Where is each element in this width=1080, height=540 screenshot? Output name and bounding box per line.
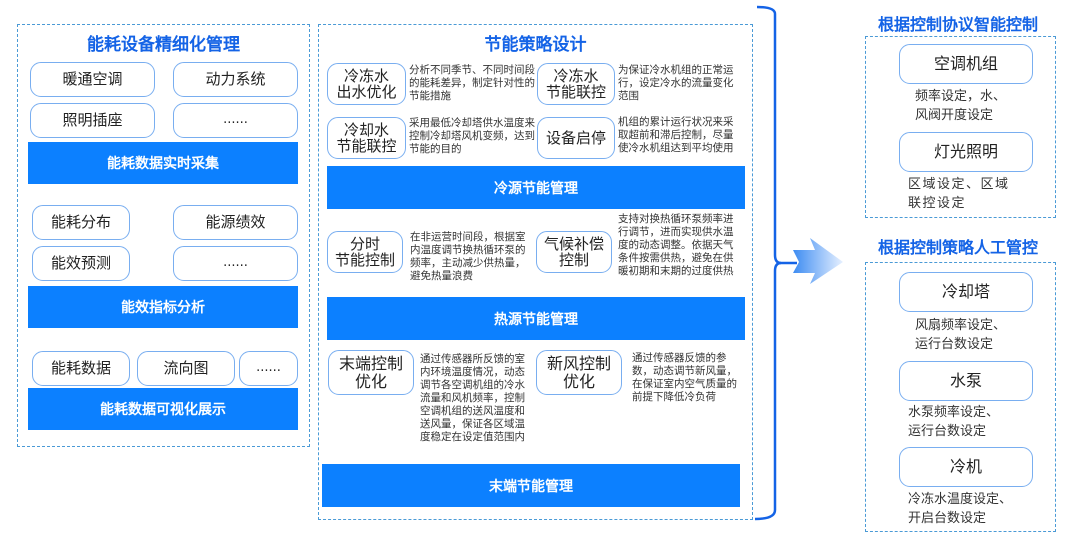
- strategy-chilled-water-outlet-desc: 分析不同季节、不同时间段的能耗差异，制定针对性的节能措施: [409, 64, 535, 102]
- control-lighting[interactable]: 灯光照明: [899, 132, 1033, 172]
- control-chiller-desc: 冷冻水温度设定、 开启台数设定: [908, 492, 1013, 526]
- strategy-climate-compensation-desc: 支持对换热循环泵频率进行调节，进而实现供水温度的动态调整。依据天气条件按需供热，…: [618, 213, 734, 277]
- banner-cold-source: 冷源节能管理: [327, 166, 745, 209]
- manual-control-panel: [865, 262, 1056, 532]
- control-chiller[interactable]: 冷机: [899, 447, 1033, 487]
- item-energy-performance[interactable]: 能源绩效: [173, 205, 298, 240]
- strategy-fresh-air-control[interactable]: 新风控制 优化: [536, 350, 622, 395]
- smart-control-title: 根据控制协议智能控制: [877, 15, 1038, 34]
- strategy-equipment-start-stop[interactable]: 设备启停: [537, 117, 615, 159]
- item-energy-distribution[interactable]: 能耗分布: [32, 205, 130, 240]
- bracket-connector: [755, 5, 843, 521]
- control-ac-unit[interactable]: 空调机组: [899, 44, 1033, 84]
- banner-realtime-collection: 能耗数据实时采集: [28, 142, 298, 184]
- control-ac-unit-desc: 频率设定，水、 风阀开度设定: [915, 89, 1007, 123]
- control-water-pump[interactable]: 水泵: [899, 361, 1033, 401]
- brace-icon: [755, 5, 782, 521]
- strategy-time-sharing[interactable]: 分时 节能控制: [327, 231, 403, 273]
- strategy-terminal-control-desc: 通过传感器所反馈的室内环境温度情况，动态调节各空调机组的冷水流量和风机频率，控制…: [420, 353, 525, 443]
- strategy-chilled-water-linkage[interactable]: 冷冻水 节能联控: [537, 63, 615, 105]
- item-efficiency-forecast[interactable]: 能效预测: [32, 246, 130, 281]
- strategy-terminal-control[interactable]: 末端控制 优化: [328, 350, 414, 395]
- strategy-time-sharing-desc: 在非运营时间段，根据室内温度调节换热循环泵的频率，主动减少供热量，避免热量浪费: [410, 231, 526, 282]
- strategy-cooling-water-linkage-desc: 采用最低冷却塔供水温度来控制冷却塔风机变频，达到节能的目的: [409, 117, 535, 155]
- strategy-cooling-water-linkage[interactable]: 冷却水 节能联控: [327, 117, 406, 159]
- banner-heat-source: 热源节能管理: [327, 297, 745, 340]
- banner-terminal: 末端节能管理: [322, 464, 740, 507]
- control-water-pump-desc: 水泵频率设定、 运行台数设定: [908, 405, 1000, 439]
- middle-panel: [318, 24, 753, 520]
- control-cooling-tower-desc: 风扇频率设定、 运行台数设定: [915, 318, 1007, 352]
- left-panel: [17, 24, 310, 447]
- strategy-fresh-air-control-desc: 通过传感器反馈的参数，动态调节新风量，在保证室内空气质量的前提下降低冷负荷: [632, 352, 737, 403]
- control-lighting-desc: 区域设定、区域 联控设定: [908, 177, 1010, 211]
- item-more-3[interactable]: ......: [239, 351, 298, 386]
- strategy-chilled-water-outlet[interactable]: 冷冻水 出水优化: [327, 63, 406, 105]
- strategy-climate-compensation[interactable]: 气候补偿 控制: [536, 231, 612, 273]
- item-hvac[interactable]: 暖通空调: [30, 62, 155, 97]
- item-flow-chart[interactable]: 流向图: [137, 351, 235, 386]
- smart-control-panel: [865, 36, 1056, 218]
- item-more-1[interactable]: ......: [173, 103, 298, 138]
- control-cooling-tower[interactable]: 冷却塔: [899, 272, 1033, 312]
- arrow-right-icon: [793, 238, 843, 284]
- left-panel-title: 能耗设备精细化管理: [87, 35, 240, 55]
- strategy-chilled-water-linkage-desc: 为保证冷水机组的正常运行，设定冷水的流量变化范围: [618, 64, 734, 102]
- item-power-system[interactable]: 动力系统: [173, 62, 298, 97]
- manual-control-title: 根据控制策略人工管控: [877, 238, 1038, 257]
- item-lighting-socket[interactable]: 照明插座: [30, 103, 155, 138]
- item-energy-data[interactable]: 能耗数据: [32, 351, 130, 386]
- middle-panel-title: 节能策略设计: [484, 35, 587, 55]
- strategy-equipment-start-stop-desc: 机组的累计运行状况来采取超前和滞后控制，尽量使冷水机组达到平均使用: [618, 116, 734, 154]
- banner-efficiency-analysis: 能效指标分析: [28, 286, 298, 328]
- banner-data-visualization: 能耗数据可视化展示: [28, 388, 298, 430]
- item-more-2[interactable]: ......: [173, 246, 298, 281]
